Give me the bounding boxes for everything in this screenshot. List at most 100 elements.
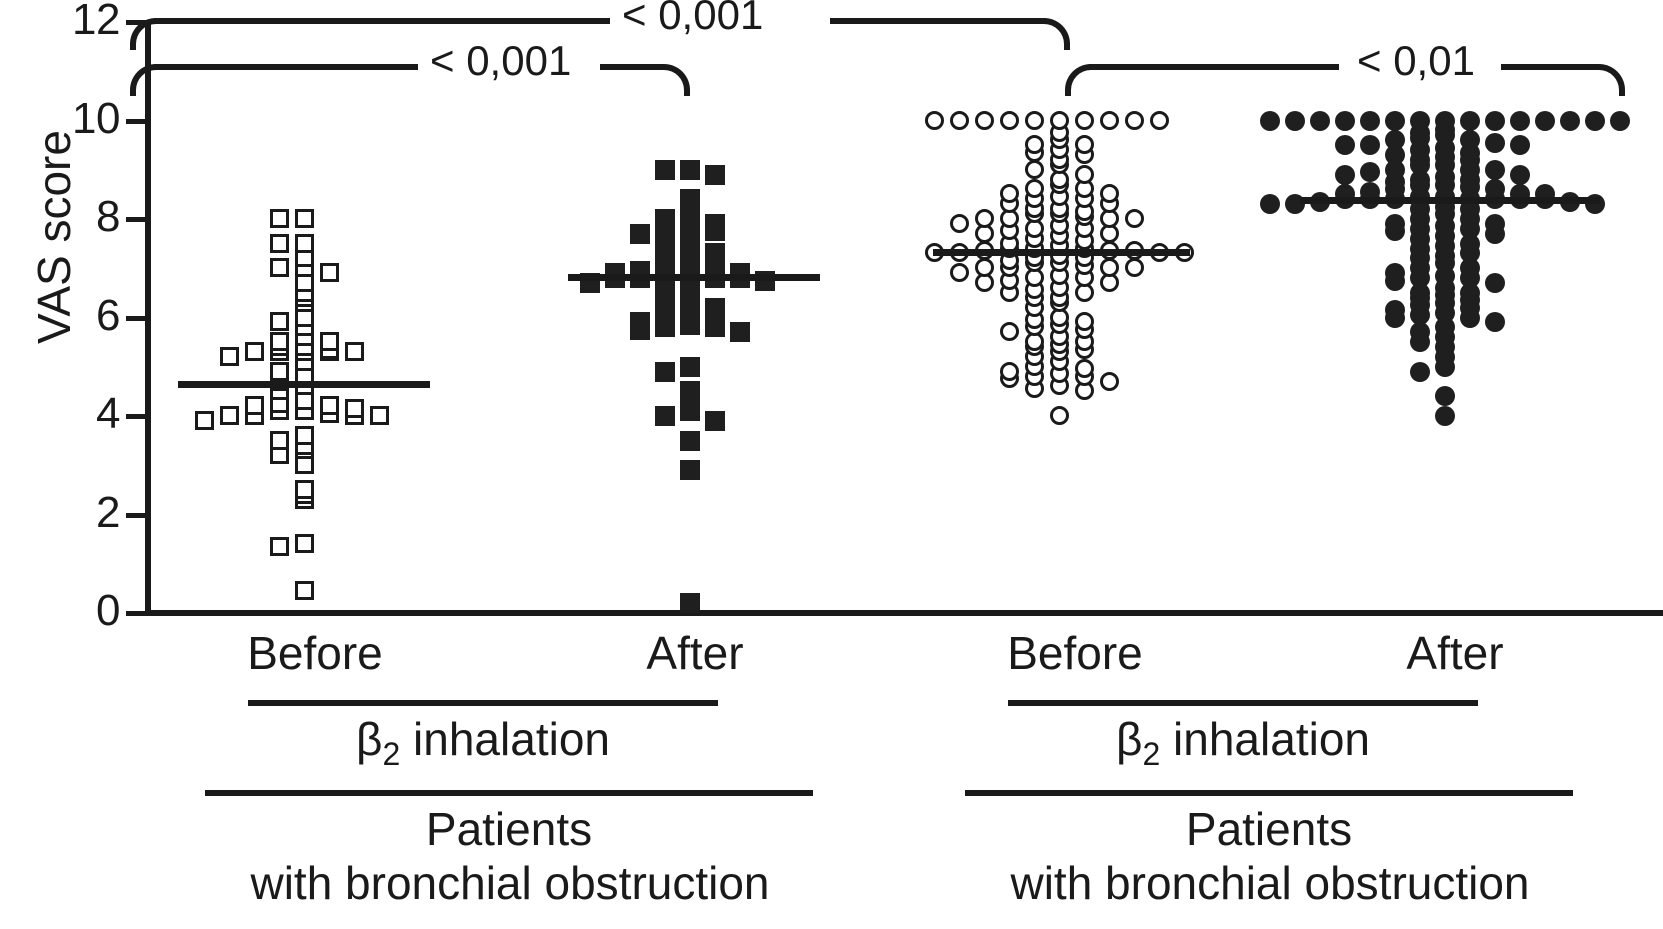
data-point [1410,322,1430,343]
data-point [320,339,339,359]
mean-line-after-left [568,274,820,282]
data-point [1460,110,1480,131]
data-point [1075,366,1094,386]
data-point [950,213,969,233]
data-point [1050,216,1069,236]
data-point [1410,127,1430,148]
data-point [295,258,314,278]
data-point [705,410,725,431]
data-point [1485,273,1505,294]
data-point [680,381,700,402]
data-point [655,307,675,328]
inhalation-label-left: β2 inhalation [248,712,718,770]
data-point [1075,231,1094,251]
data-point [1410,305,1430,326]
data-point [680,302,700,323]
data-point [295,282,314,302]
data-point [1360,110,1380,131]
y-tick-8 [126,217,146,222]
y-tick-label-0: 0 [96,586,120,635]
data-point [1100,110,1119,130]
data-point [1025,287,1044,307]
data-point [1610,110,1630,131]
data-point [295,425,314,445]
data-point [655,295,675,316]
data-point [295,484,314,504]
data-point [1460,142,1480,163]
data-point [1050,341,1069,361]
data-point [1460,159,1480,180]
data-point [1050,154,1069,174]
bracket-left-segment [1089,64,1339,70]
data-point [1360,135,1380,156]
data-point [1075,282,1094,302]
data-point [1335,110,1355,131]
data-point [1410,122,1430,143]
data-point [1050,140,1069,160]
data-point [295,307,314,327]
data-point [1460,233,1480,254]
data-point [1025,218,1044,238]
data-point [1435,226,1455,247]
data-point [1125,258,1144,278]
data-point [1435,337,1455,358]
data-point [1000,194,1019,214]
data-point [950,110,969,130]
data-point [1435,154,1455,175]
data-point [1075,144,1094,164]
data-point [1075,319,1094,339]
data-point [1385,130,1405,151]
data-point [370,406,389,425]
beta-glyph-left: β [356,713,383,765]
data-point [1000,221,1019,241]
data-point [655,209,675,229]
data-point [1410,218,1430,239]
data-point [1025,142,1044,162]
sig-label-3: < 0,01 [1357,37,1475,84]
data-point [1435,204,1455,225]
data-point [1000,282,1019,302]
data-point [655,233,675,254]
data-point [1050,314,1069,334]
data-point [975,209,994,228]
data-point [345,341,364,361]
data-point [1100,209,1119,228]
data-point [975,110,994,130]
data-point [1485,223,1505,244]
data-point [1460,282,1480,303]
data-point [1075,189,1094,209]
bracket-left-arc [1065,64,1097,96]
bracket-left-segment [154,18,610,24]
data-point [1435,386,1455,407]
data-point [1025,228,1044,248]
data-point [1460,130,1480,151]
data-point [1050,265,1069,285]
data-point [680,216,700,237]
data-point [295,233,314,253]
data-point [975,223,994,243]
data-point [1050,376,1069,396]
patients-label-left-line1: Patients [425,803,593,855]
data-point [1410,149,1430,170]
data-point [1385,213,1405,234]
data-point [655,282,675,303]
data-point [1050,186,1069,206]
data-point [1075,218,1094,238]
data-point [680,314,700,335]
data-point [1075,164,1094,184]
data-point [1025,179,1044,199]
data-point [680,401,700,422]
data-point [630,319,650,340]
data-point [705,297,725,318]
data-point [295,273,314,293]
y-tick-label-10: 10 [72,93,120,143]
data-point [705,164,725,185]
data-point [1435,216,1455,237]
y-tick-6 [126,315,146,321]
data-point [1410,110,1430,131]
data-point [1435,317,1455,338]
data-point [680,460,700,481]
y-tick-0 [126,611,146,616]
data-point [1485,110,1505,131]
data-point [320,396,339,416]
